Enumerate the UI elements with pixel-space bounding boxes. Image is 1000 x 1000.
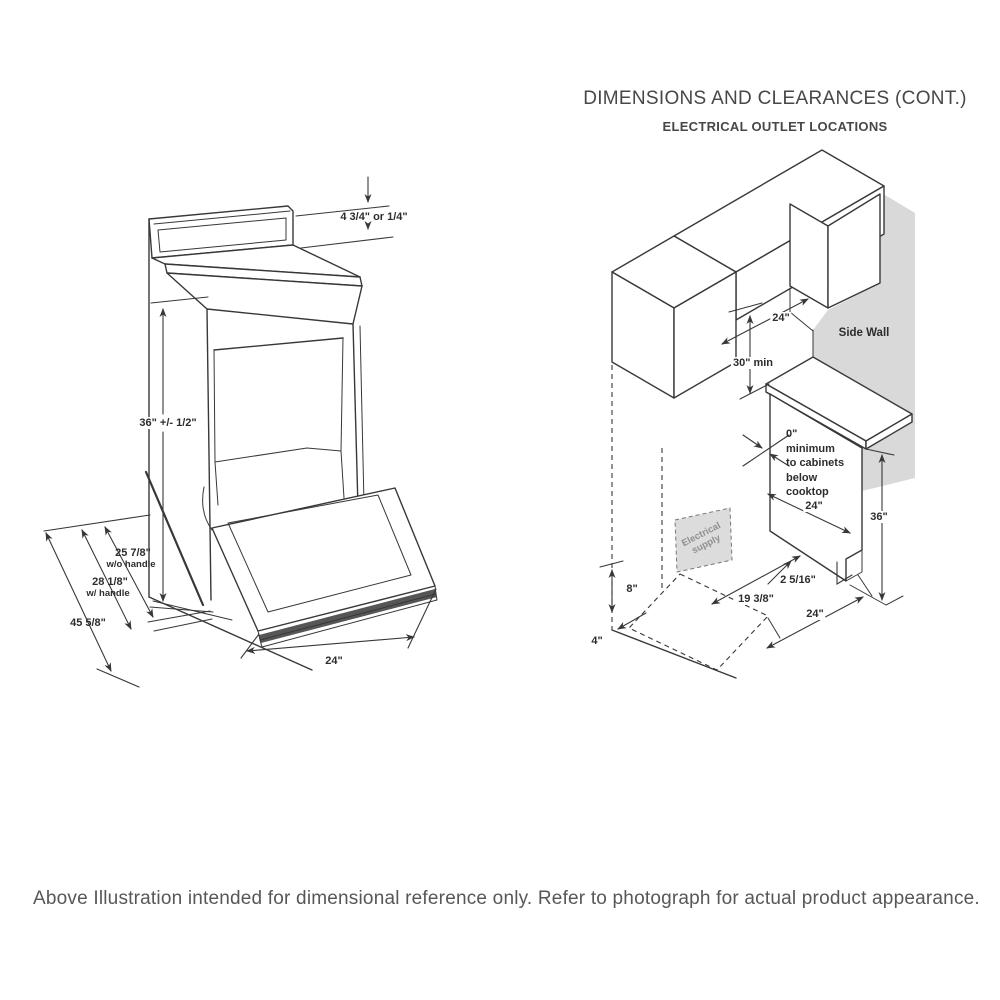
left-appliance-drawing: [43, 176, 438, 688]
dim-label-counter-width: 24": [803, 500, 825, 512]
dim-label-floor-depth: 24": [804, 608, 826, 620]
dim-label-depth-door-open: 45 5/8": [70, 617, 106, 629]
right-installation-drawing: [599, 149, 915, 679]
dim-note-wo-handle: w/o handle: [106, 559, 156, 570]
dim-label-width: 24": [325, 655, 343, 667]
dim-note-w-handle: w/ handle: [86, 588, 130, 599]
dim-label-overall-height: 36" +/- 1/2": [137, 417, 199, 429]
dim-label-depth-w-handle: 28 1/8": [92, 576, 128, 588]
dim-label-depth-wo-handle: 25 7/8": [115, 547, 151, 559]
dim-label-outlet-height: 8": [626, 583, 638, 595]
footer-note: Above Illustration intended for dimensio…: [33, 888, 980, 909]
page-title: DIMENSIONS AND CLEARANCES (CONT.): [583, 88, 967, 109]
dim-label-wall-offset: 4": [591, 635, 603, 647]
page-subtitle: ELECTRICAL OUTLET LOCATIONS: [662, 119, 888, 134]
dim-label-toe-kick-offset: 2 5/16": [780, 574, 816, 586]
dim-label-clearance-above-counter: 30" min: [730, 357, 776, 369]
zero-clearance-note: 0" minimum to cabinets below cooktop: [786, 428, 845, 498]
dim-label-upper-cabinet-depth: 24": [770, 312, 792, 324]
dim-label-counter-height: 36": [868, 511, 890, 523]
dim-label-backsplash-height: 4 3/4" or 1/4": [340, 211, 408, 223]
side-wall-label: Side Wall: [838, 327, 890, 339]
dim-label-outlet-from-front: 19 3/8": [736, 593, 776, 605]
